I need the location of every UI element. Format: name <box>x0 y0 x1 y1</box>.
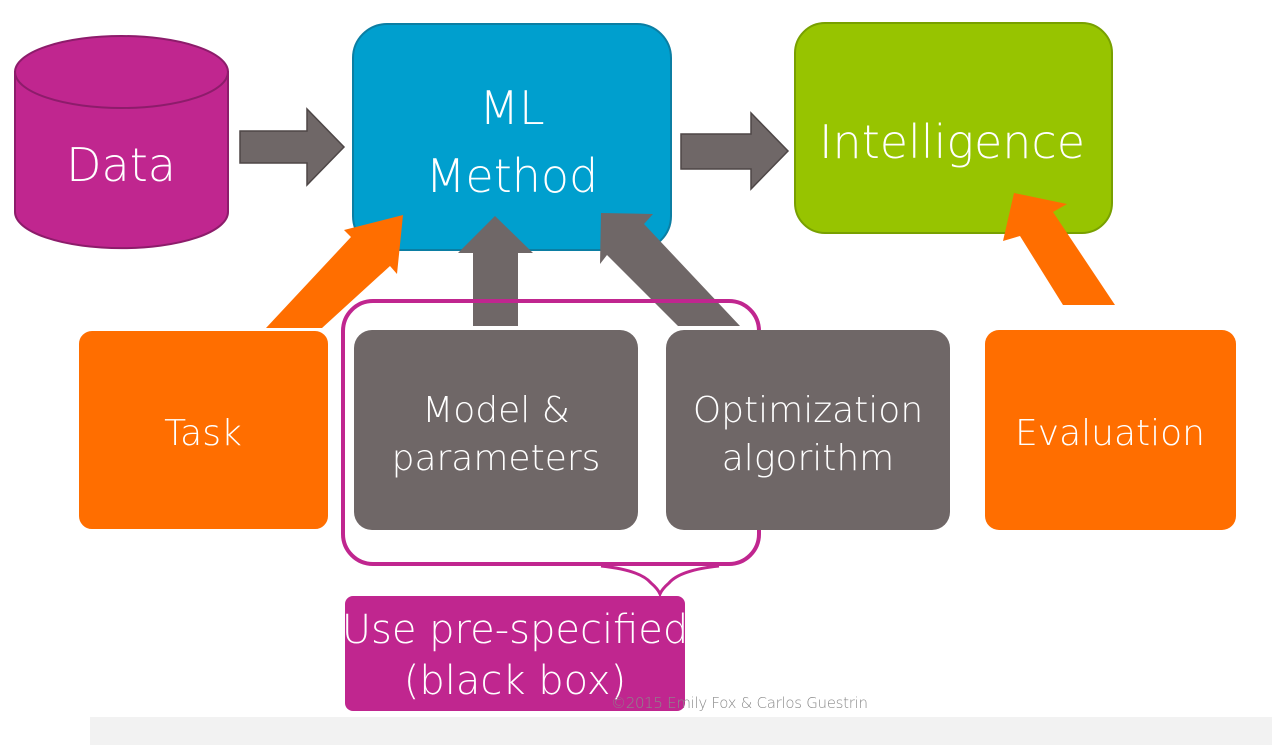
evaluation-label: Evaluation <box>1015 413 1205 454</box>
ml-method-label-line2: Method <box>426 149 599 203</box>
evaluation-box <box>985 330 1236 530</box>
curly-brace <box>600 564 720 599</box>
evaluation-node: Evaluation <box>985 330 1236 530</box>
task-node: Task <box>77 329 330 531</box>
optimization-box <box>666 330 950 530</box>
arrow-task-to-ml <box>266 215 403 328</box>
callout-line2: (black box) <box>404 658 626 704</box>
intelligence-node: Intelligence <box>794 22 1113 234</box>
arrow-optimization-to-ml <box>600 213 740 326</box>
model-node: Model & parameters <box>354 330 638 530</box>
callout-line1: Use pre-specified <box>342 607 689 653</box>
callout-box <box>345 596 685 711</box>
model-label-line2: parameters <box>392 438 601 479</box>
optimization-label-line1: Optimization <box>693 390 923 431</box>
arrow-ml-to-intelligence <box>680 111 790 191</box>
ml-method-label-line1: ML <box>479 81 544 135</box>
model-label-line1: Model & <box>422 390 570 431</box>
intelligence-label: Intelligence <box>819 115 1085 169</box>
data-cylinder-body <box>14 71 229 250</box>
data-node: Data <box>14 35 229 250</box>
data-cylinder-top <box>14 35 229 109</box>
arrow-data-to-ml <box>239 107 346 187</box>
optimization-label-line2: algorithm <box>722 438 895 479</box>
task-box <box>77 329 330 531</box>
arrow-evaluation-to-intelligence <box>1003 193 1115 305</box>
intelligence-box <box>794 22 1113 234</box>
task-label: Task <box>164 413 242 454</box>
footer-bar <box>90 717 1272 745</box>
optimization-node: Optimization algorithm <box>666 330 950 530</box>
ml-method-node: ML Method <box>352 23 672 251</box>
black-box-callout: Use pre-specified (black box) <box>342 596 689 711</box>
model-box <box>354 330 638 530</box>
copyright-text: ©2015 Emily Fox & Carlos Guestrin <box>611 694 868 712</box>
data-label: Data <box>66 138 176 192</box>
arrow-model-to-ml <box>458 216 533 326</box>
